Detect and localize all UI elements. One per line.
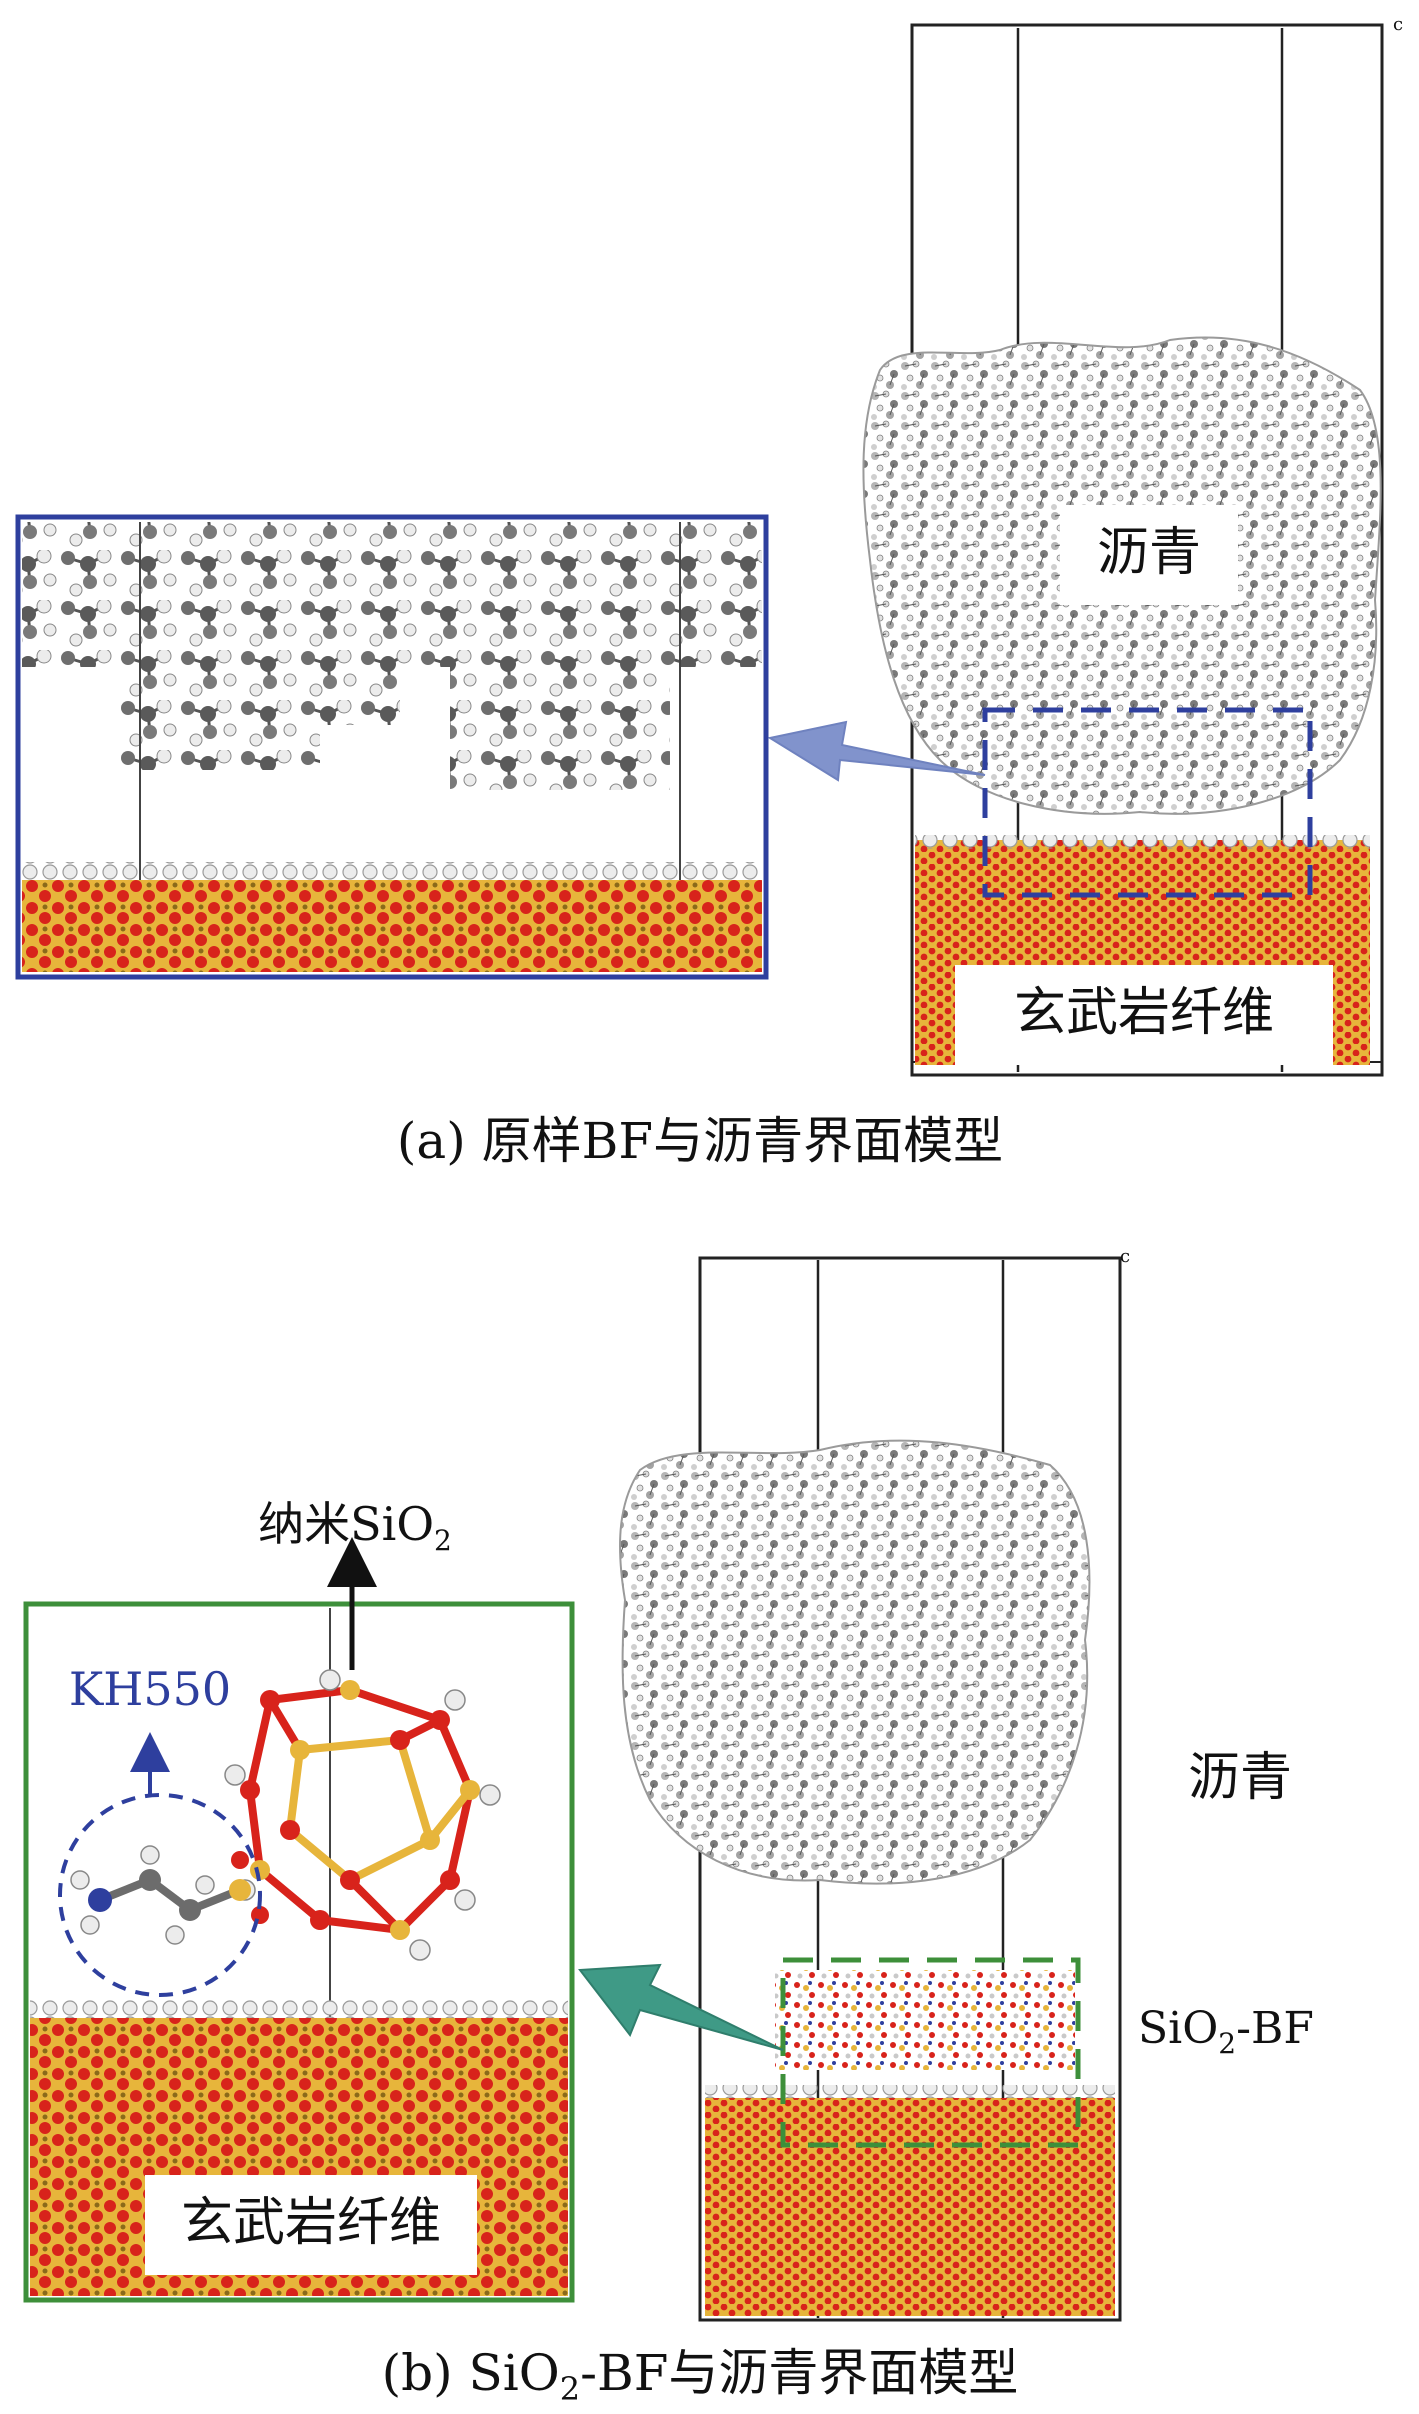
zoom-inset-b: 玄武岩纤维: [23, 1601, 575, 2303]
basalt-fiber-slab-b: [705, 2098, 1115, 2316]
caption-b: (b) SiO2-BF与沥青界面模型: [382, 2344, 1019, 2408]
asphalt-label-b: 沥青: [1188, 1748, 1292, 1808]
hydrogen-layer-b: [705, 2085, 1115, 2099]
kh550-molecule: [70, 1845, 269, 1945]
asphalt-label-bg-a: [1060, 505, 1238, 605]
axis-c-b: c: [1120, 1246, 1130, 1267]
panel-b: c 沥青 SiO2-BF: [23, 1246, 1314, 2408]
caption-a: (a) 原样BF与沥青界面模型: [397, 1112, 1003, 1170]
fiber-label-a: 玄武岩纤维: [1014, 983, 1274, 1043]
zoom-arrow-b: [578, 1963, 784, 2051]
highlight-region-b: [780, 1957, 1081, 2148]
sio2-layer-b: [775, 1970, 1075, 2070]
fiber-label-b: 玄武岩纤维: [181, 2193, 441, 2253]
nano-sio2-cluster: [224, 1669, 501, 1961]
nano-sio2-label: 纳米SiO2: [258, 1497, 452, 1557]
fiber-label-bg-a: [955, 965, 1333, 1065]
zoom-inset-a: [15, 514, 769, 980]
sio2bf-label-b: SiO2-BF: [1138, 2003, 1314, 2060]
highlight-region-a: [982, 707, 1313, 898]
kh550-label: KH550: [69, 1662, 231, 1716]
fiber-label-bg-b: [145, 2175, 477, 2275]
zoom-arrow-a: [767, 720, 986, 782]
hydrogen-layer-a: [915, 835, 1370, 849]
panel-a: c 沥青 玄武岩纤维 (a) 原样B: [15, 14, 1403, 1170]
asphalt-cluster-b: [619, 1439, 1091, 1885]
axis-c-a: c: [1393, 14, 1403, 35]
asphalt-label-a: 沥青: [1097, 523, 1201, 583]
kh550-highlight-circle: [58, 1793, 262, 1997]
